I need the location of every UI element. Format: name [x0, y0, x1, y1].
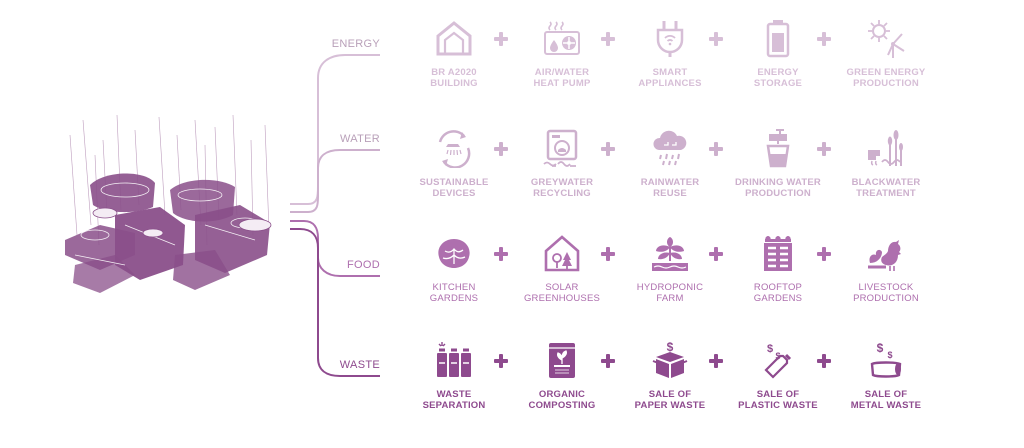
- rain-cloud-icon: [650, 128, 690, 168]
- system-item: ROOFTOP GARDENS: [724, 233, 832, 304]
- shower-cycle-icon: [434, 128, 474, 168]
- item-label: GREEN ENERGY PRODUCTION: [846, 67, 926, 89]
- paper-box-icon: [650, 340, 690, 380]
- plus-icon: [709, 247, 723, 261]
- plus-icon: [709, 354, 723, 368]
- item-label: KITCHEN GARDENS: [429, 282, 479, 304]
- item-label: HYDROPONIC FARM: [636, 282, 704, 304]
- system-item: ORGANIC COMPOSTING: [508, 340, 616, 411]
- metal-can-icon: [866, 340, 906, 380]
- item-label: SALE OF PLASTIC WASTE: [738, 389, 818, 411]
- system-item: LIVESTOCK PRODUCTION: [832, 233, 940, 304]
- plus-icon: [494, 247, 508, 261]
- item-label: SUSTAINABLE DEVICES: [419, 177, 489, 199]
- category-label-water: WATER: [340, 133, 380, 145]
- heat-pump-icon: [542, 18, 582, 58]
- system-item: GREYWATER RECYCLING: [508, 128, 616, 199]
- item-label: DRINKING WATER PRODUCTION: [734, 177, 821, 199]
- item-label: GREYWATER RECYCLING: [530, 177, 594, 199]
- item-label: WASTE SEPARATION: [422, 389, 486, 411]
- category-label-food: FOOD: [347, 259, 380, 271]
- plus-icon: [601, 142, 615, 156]
- plug-icon: [650, 18, 690, 58]
- system-item: DRINKING WATER PRODUCTION: [724, 128, 832, 199]
- plus-icon: [494, 354, 508, 368]
- item-label: SALE OF METAL WASTE: [850, 389, 922, 411]
- item-label: ORGANIC COMPOSTING: [528, 389, 596, 411]
- item-label: BLACKWATER TREATMENT: [851, 177, 921, 199]
- category-label-energy: ENERGY: [331, 38, 380, 50]
- item-label: AIR/WATER HEAT PUMP: [533, 67, 591, 89]
- battery-icon: [758, 18, 798, 58]
- item-label: LIVESTOCK PRODUCTION: [853, 282, 919, 304]
- sun-wind-icon: [866, 18, 906, 58]
- category-label-waste: WASTE: [339, 359, 380, 371]
- system-item: GREEN ENERGY PRODUCTION: [832, 18, 940, 89]
- plus-icon: [494, 142, 508, 156]
- system-item: SALE OF PLASTIC WASTE: [724, 340, 832, 411]
- plus-icon: [709, 142, 723, 156]
- system-item: SALE OF PAPER WASTE: [616, 340, 724, 411]
- plus-icon: [709, 32, 723, 46]
- plus-icon: [817, 247, 831, 261]
- system-item: SMART APPLIANCES: [616, 18, 724, 89]
- compost-bag-icon: [542, 340, 582, 380]
- rooftop-building-icon: [758, 233, 798, 273]
- item-label: ROOFTOP GARDENS: [753, 282, 803, 304]
- plastic-bottle-icon: [758, 340, 798, 380]
- reeds-icon: [866, 128, 906, 168]
- chicken-icon: [866, 233, 906, 273]
- greenhouse-icon: [542, 233, 582, 273]
- plus-icon: [817, 354, 831, 368]
- house-icon: [434, 18, 474, 58]
- hydroponic-icon: [650, 233, 690, 273]
- system-item: RAINWATER REUSE: [616, 128, 724, 199]
- plus-icon: [601, 32, 615, 46]
- water-branch: [290, 149, 380, 213]
- system-item: BLACKWATER TREATMENT: [832, 128, 940, 199]
- item-label: RAINWATER REUSE: [640, 177, 700, 199]
- neighborhood-illustration: [65, 115, 272, 293]
- system-item: ENERGY STORAGE: [724, 18, 832, 89]
- item-label: SOLAR GREENHOUSES: [523, 282, 601, 304]
- plus-icon: [817, 32, 831, 46]
- system-item: SOLAR GREENHOUSES: [508, 233, 616, 304]
- system-item: SALE OF METAL WASTE: [832, 340, 940, 411]
- bins-icon: [434, 340, 474, 380]
- cabbage-icon: [434, 233, 474, 273]
- washer-icon: [542, 128, 582, 168]
- tap-glass-icon: [758, 128, 798, 168]
- system-item: BR A2020 BUILDING: [400, 18, 508, 89]
- plus-icon: [601, 247, 615, 261]
- system-item: WASTE SEPARATION: [400, 340, 508, 411]
- system-item: SUSTAINABLE DEVICES: [400, 128, 508, 199]
- system-item: KITCHEN GARDENS: [400, 233, 508, 304]
- energy-branch: [290, 54, 380, 205]
- item-label: SALE OF PAPER WASTE: [634, 389, 706, 411]
- waste-branch: [290, 228, 380, 377]
- item-label: BR A2020 BUILDING: [430, 67, 478, 89]
- plus-icon: [494, 32, 508, 46]
- plus-icon: [601, 354, 615, 368]
- system-item: AIR/WATER HEAT PUMP: [508, 18, 616, 89]
- plus-icon: [817, 142, 831, 156]
- item-label: ENERGY STORAGE: [753, 67, 803, 89]
- item-label: SMART APPLIANCES: [638, 67, 702, 89]
- system-item: HYDROPONIC FARM: [616, 233, 724, 304]
